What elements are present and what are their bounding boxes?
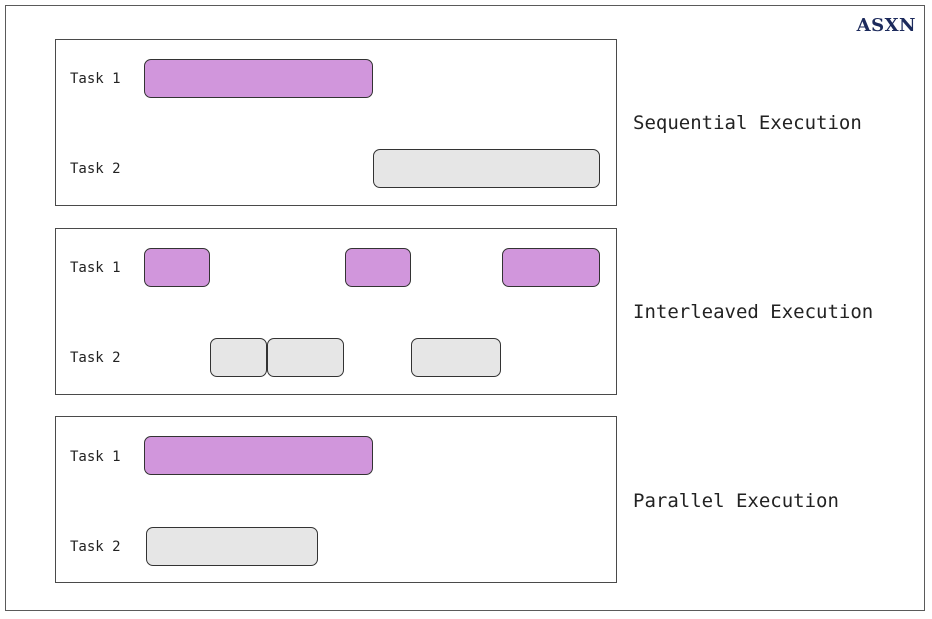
- task2-block: [146, 527, 318, 566]
- mode-label-parallel: Parallel Execution: [633, 490, 839, 512]
- panel-sequential: Task 1 Task 2: [55, 39, 617, 206]
- mode-label-sequential: Sequential Execution: [633, 112, 862, 134]
- task1-block: [502, 248, 600, 287]
- task2-block: [210, 338, 267, 377]
- task1-block: [144, 436, 373, 475]
- task2-block: [411, 338, 501, 377]
- task2-label: Task 2: [70, 161, 121, 177]
- mode-label-interleaved: Interleaved Execution: [633, 301, 874, 323]
- task1-block: [144, 248, 210, 287]
- task2-label: Task 2: [70, 350, 121, 366]
- task1-block: [345, 248, 411, 287]
- panel-parallel: Task 1 Task 2: [55, 416, 617, 583]
- task1-label: Task 1: [70, 260, 121, 276]
- task1-label: Task 1: [70, 449, 121, 465]
- diagram-frame: [5, 5, 925, 611]
- brand-logo: ASXN: [856, 15, 916, 36]
- task2-label: Task 2: [70, 539, 121, 555]
- panel-interleaved: Task 1 Task 2: [55, 228, 617, 395]
- task2-block: [373, 149, 600, 188]
- task2-block: [267, 338, 344, 377]
- task1-label: Task 1: [70, 71, 121, 87]
- task1-block: [144, 59, 373, 98]
